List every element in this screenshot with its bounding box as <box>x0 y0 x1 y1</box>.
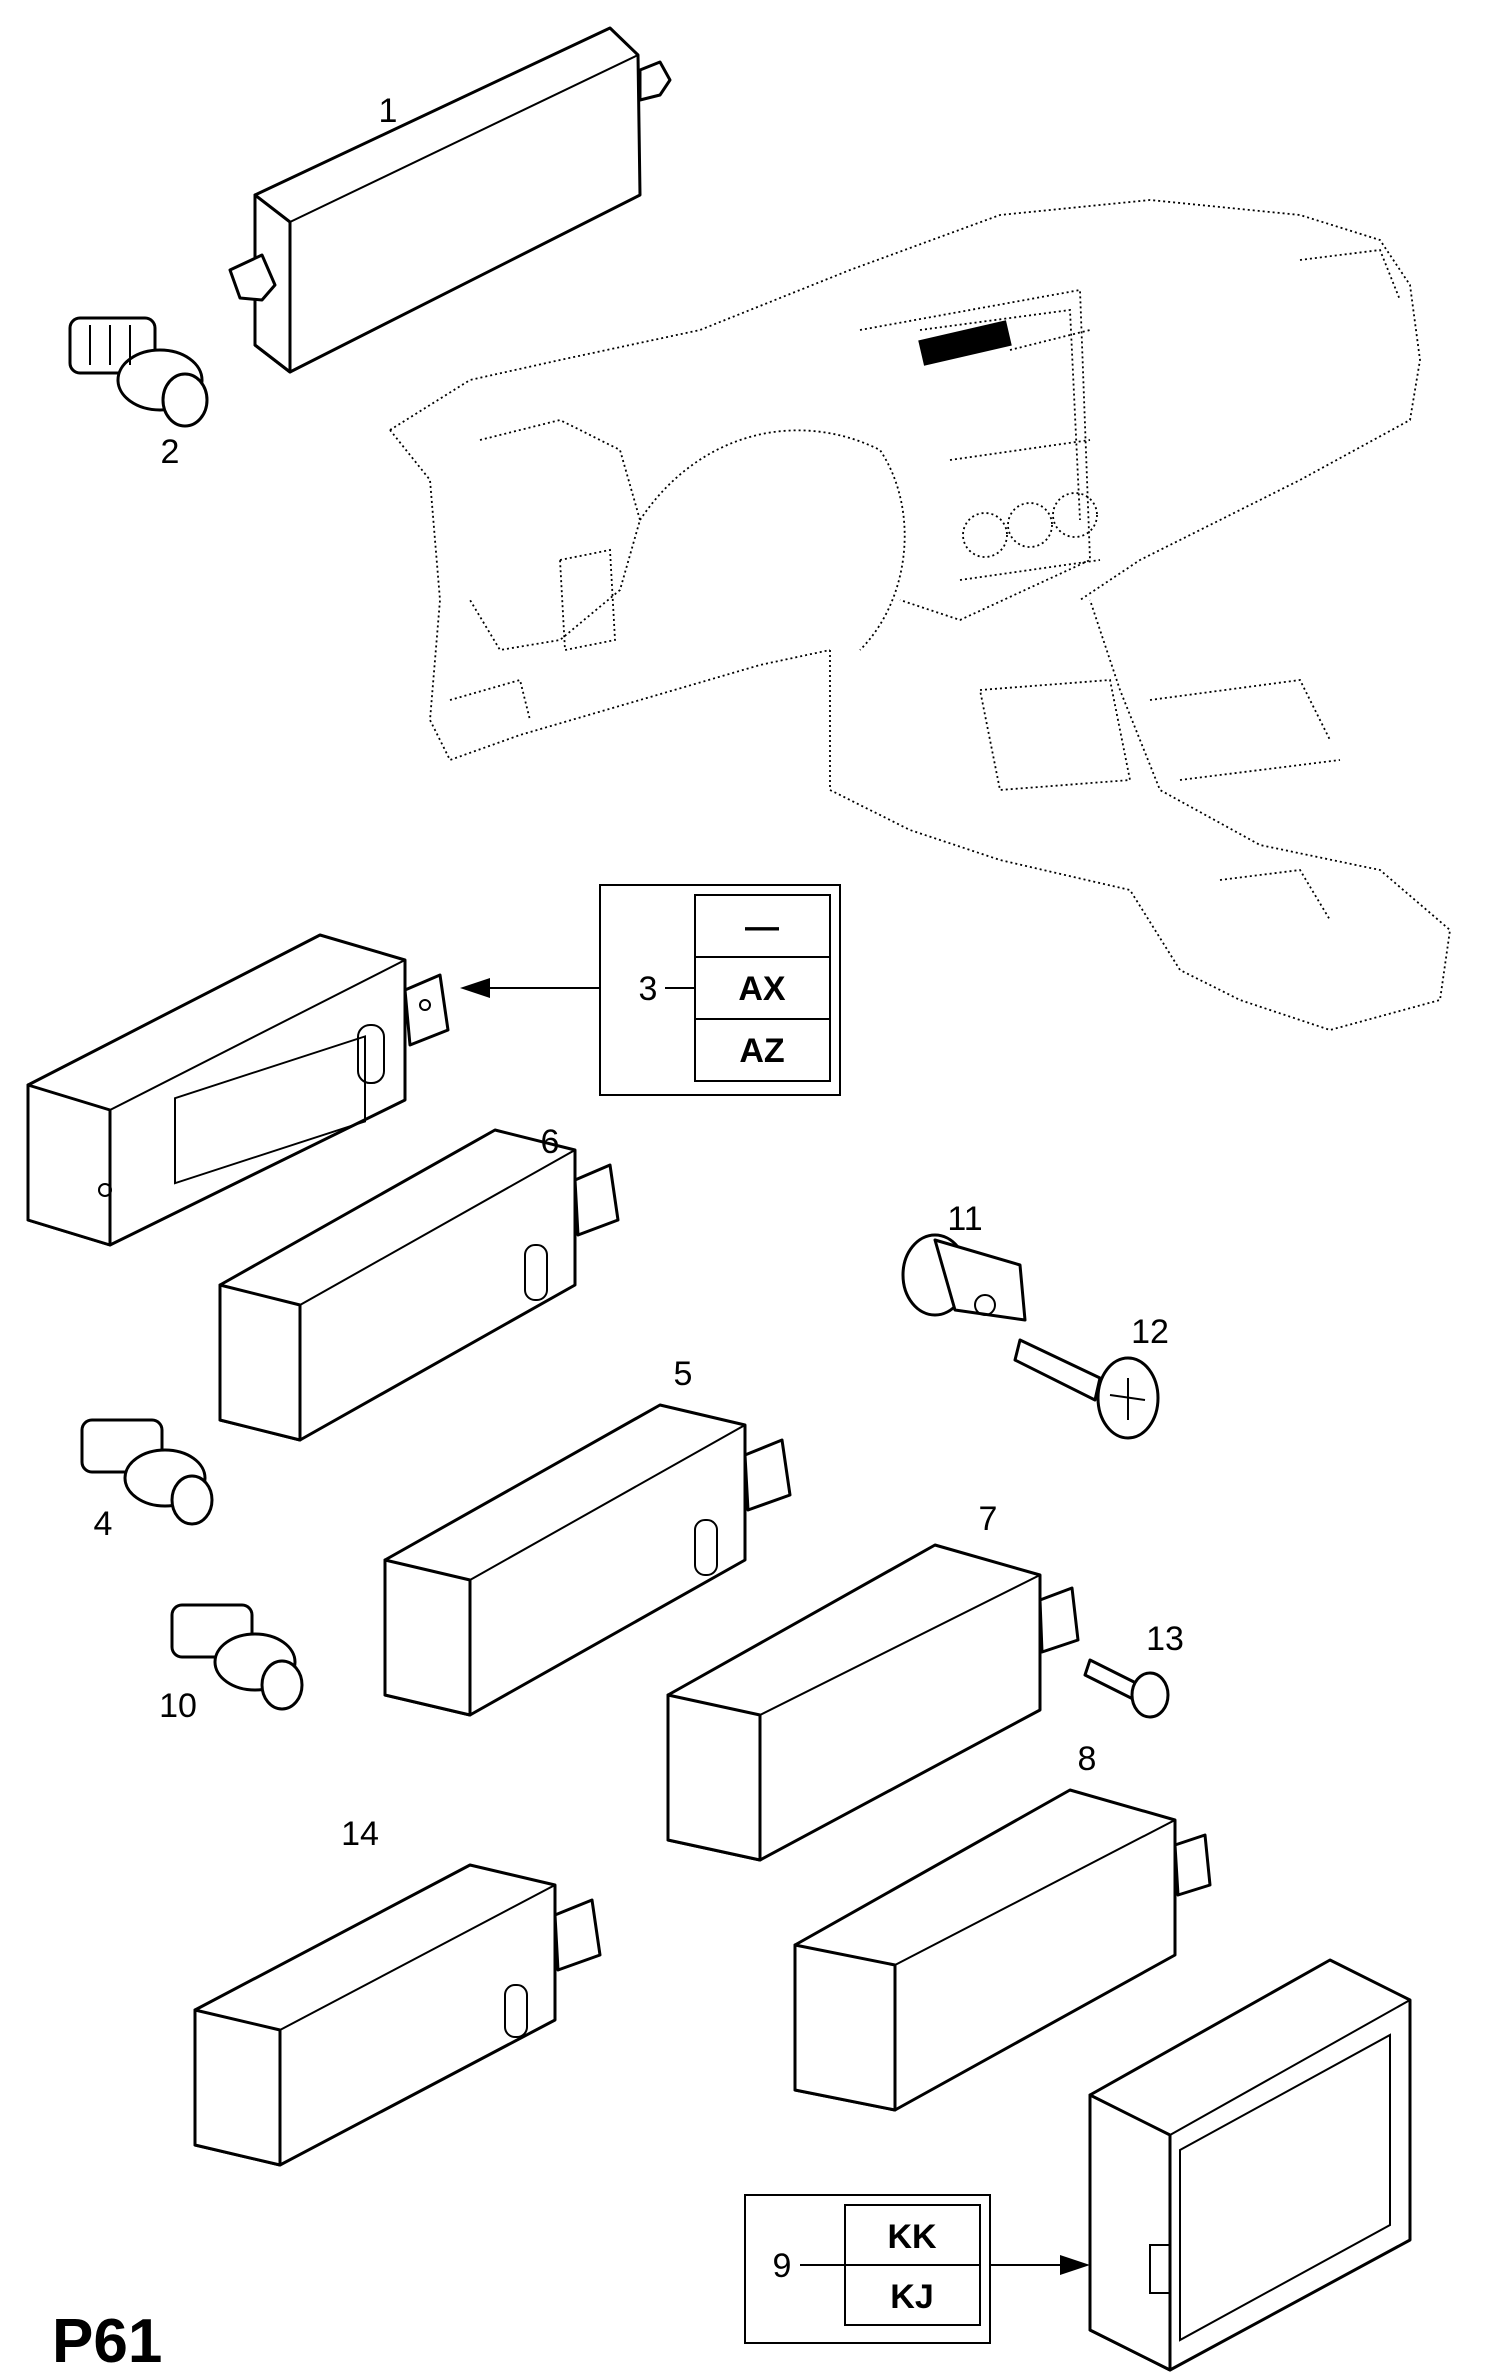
callout-7: 7 <box>979 1500 998 1538</box>
variant-3-row-2: AX <box>738 970 786 1008</box>
part-9-module <box>1088 1958 1412 2372</box>
callout-10: 10 <box>159 1687 197 1725</box>
callout-6: 6 <box>541 1123 560 1161</box>
variant-9-row-1: KK <box>887 2218 937 2256</box>
callout-8: 8 <box>1078 1740 1097 1778</box>
part-1-display-cover <box>228 26 672 374</box>
callout-2: 2 <box>161 433 180 471</box>
callout-4: 4 <box>94 1505 113 1543</box>
part-12-screw <box>1013 1338 1160 1440</box>
callout-12: 12 <box>1131 1313 1169 1351</box>
callout-13: 13 <box>1146 1620 1184 1658</box>
part-13-screw <box>1083 1658 1170 1719</box>
part-8-control-unit <box>793 1788 1212 2112</box>
variant-3-row-3: AZ <box>739 1032 784 1070</box>
variant-9-row-2: KJ <box>890 2278 933 2316</box>
part-6-control-unit <box>218 1128 620 1442</box>
part-10-bulb-holder <box>170 1603 304 1711</box>
callout-labels: 1 2 6 11 12 5 4 7 13 10 8 14 <box>94 92 1184 1853</box>
callout-5: 5 <box>674 1355 693 1393</box>
callout-14: 14 <box>341 1815 379 1853</box>
part-7-control-unit <box>666 1543 1080 1862</box>
callout-1: 1 <box>379 92 398 130</box>
part-2-bulb-holder <box>68 316 209 428</box>
variant-box-9: KK KJ 9 <box>744 2194 1090 2344</box>
part-3-info-display <box>26 933 450 1247</box>
part-14-control-unit <box>193 1863 602 2167</box>
callout-11: 11 <box>947 1200 982 1238</box>
part-4-bulb-holder <box>80 1418 214 1526</box>
variant-3-row-1: — <box>745 908 779 946</box>
callout-3: 3 <box>639 970 658 1008</box>
dashboard-outline <box>389 199 1451 1031</box>
part-5-control-unit <box>383 1403 792 1717</box>
part-11-clip <box>901 1233 1027 1322</box>
variant-box-3: — AX AZ 3 <box>460 884 841 1096</box>
page-label: P61 <box>52 2307 162 2376</box>
callout-9: 9 <box>773 2247 792 2285</box>
